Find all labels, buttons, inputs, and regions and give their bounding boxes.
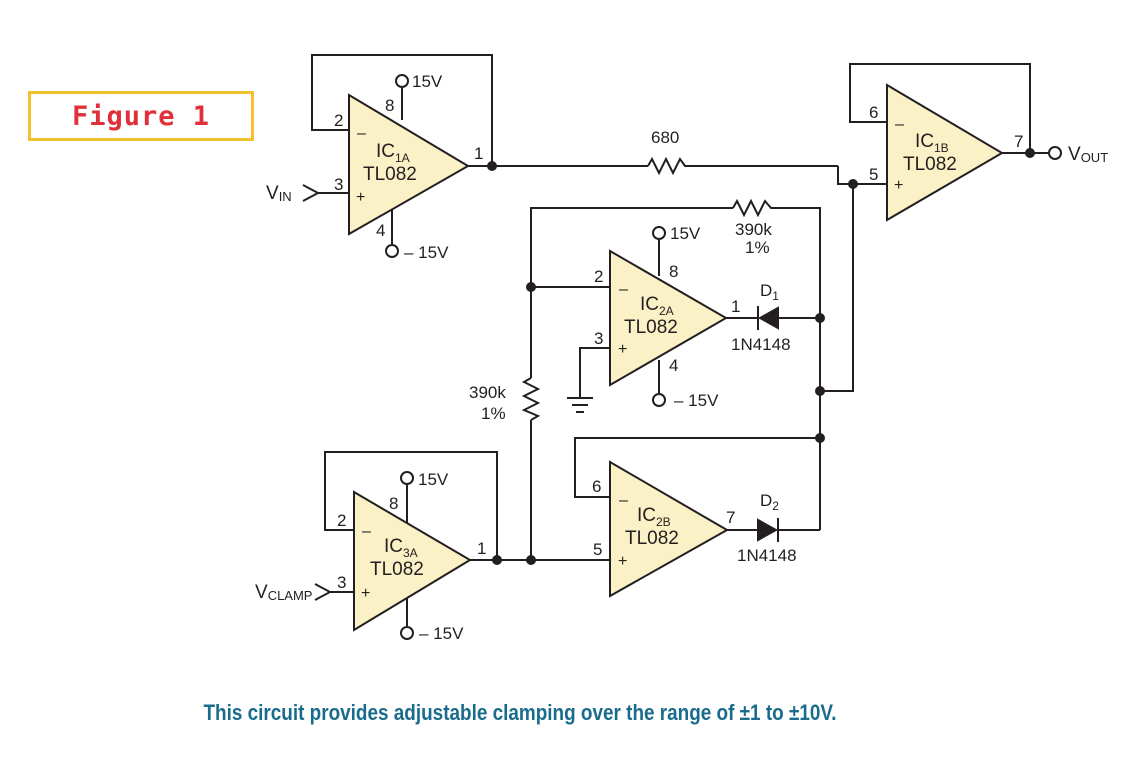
d1-label: D1 (760, 281, 779, 303)
opamp-ic2a (609, 249, 728, 387)
ic1b-plus-sign: + (894, 177, 903, 194)
ic3a-plus-sign: + (361, 585, 370, 602)
vin-label: VIN (266, 183, 292, 204)
resistor-680 (647, 156, 688, 176)
ic2a-supply-pos: 15V (670, 224, 701, 243)
ic1b-minus-sign: – (895, 116, 904, 133)
ic1a-pin-out: 1 (474, 144, 483, 163)
ic1b-pin-out: 7 (1014, 132, 1023, 151)
ic1a-pin-noninv: 3 (334, 175, 343, 194)
ic3a-pin-vpos: 8 (389, 494, 398, 513)
ic2a-plus-sign: + (618, 341, 627, 358)
ic2b-label: IC2B (637, 505, 671, 529)
ic1a-pin-inv: 2 (334, 111, 343, 130)
ic3a-minus-sign: – (362, 523, 371, 540)
ic3a-part: TL082 (370, 559, 424, 580)
ic1a-part: TL082 (363, 164, 417, 185)
ic1b-part: TL082 (903, 154, 957, 175)
d2-label: D2 (760, 491, 779, 513)
ic1a-label: IC1A (376, 141, 410, 165)
opamp-ic2b (609, 460, 730, 598)
ic2a-pin-out: 1 (731, 297, 740, 316)
terminals (385, 74, 1062, 640)
figure-caption: This circuit provides adjustable clampin… (203, 700, 837, 725)
ic1b-pin-inv: 6 (869, 103, 878, 122)
r-feedback-value: 390k (735, 220, 772, 239)
ic2b-pin-noninv: 5 (593, 540, 602, 559)
ic1a-minus-sign: – (357, 125, 366, 142)
ic2a-minus-sign: – (619, 281, 628, 298)
opamp-ic1b (886, 83, 1004, 222)
figure-label: Figure 1 (28, 91, 254, 141)
diode-d1 (757, 306, 779, 330)
vclamp-label: VCLAMP (255, 582, 312, 603)
ic1a-pin-vneg: 4 (376, 221, 385, 240)
ic2a-pin-inv: 2 (594, 267, 603, 286)
ic2a-pin-vneg: 4 (669, 356, 678, 375)
ic1b-label: IC1B (915, 131, 949, 155)
r-vertical-tolerance: 1% (481, 404, 506, 423)
resistor-390k-vertical (521, 377, 541, 421)
ic2a-label: IC2A (640, 294, 674, 318)
ic3a-pin-out: 1 (477, 539, 486, 558)
ic1a-supply-neg: – 15V (404, 243, 449, 262)
wires (302, 54, 1048, 626)
r-series-value: 680 (651, 128, 679, 147)
ic3a-label: IC3A (384, 536, 418, 560)
ic1a-pin-vpos: 8 (385, 96, 394, 115)
vout-label: VOUT (1068, 144, 1108, 165)
ic3a-pin-inv: 2 (337, 511, 346, 530)
ic2a-part: TL082 (624, 317, 678, 338)
ic3a-supply-pos: 15V (418, 470, 449, 489)
ic2a-supply-neg: – 15V (674, 391, 719, 410)
d1-part: 1N4148 (731, 335, 791, 354)
resistor-390k-feedback (732, 198, 775, 218)
circuit-diagram: IC1A TL082 – + 2 3 1 8 4 15V – 15V VIN 6… (255, 54, 1108, 643)
ic3a-pin-noninv: 3 (337, 573, 346, 592)
ic2a-pin-vpos: 8 (669, 262, 678, 281)
diode-d2 (757, 518, 779, 542)
ic2a-pin-noninv: 3 (594, 329, 603, 348)
ic2b-part: TL082 (625, 528, 679, 549)
r-vertical-value: 390k (469, 383, 506, 402)
d2-part: 1N4148 (737, 546, 797, 565)
r-feedback-tolerance: 1% (745, 238, 770, 257)
opamp-ic1a (348, 93, 470, 236)
ic2b-minus-sign: – (619, 492, 628, 509)
ic2b-pin-inv: 6 (592, 477, 601, 496)
ic1a-plus-sign: + (356, 189, 365, 206)
ic1b-pin-noninv: 5 (869, 165, 878, 184)
ic2b-pin-out: 7 (726, 508, 735, 527)
ic3a-supply-neg: – 15V (419, 624, 464, 643)
ic1a-supply-pos: 15V (412, 72, 443, 91)
opamp-ic3a (353, 490, 472, 632)
ic2b-plus-sign: + (618, 553, 627, 570)
junctions (487, 148, 1035, 565)
